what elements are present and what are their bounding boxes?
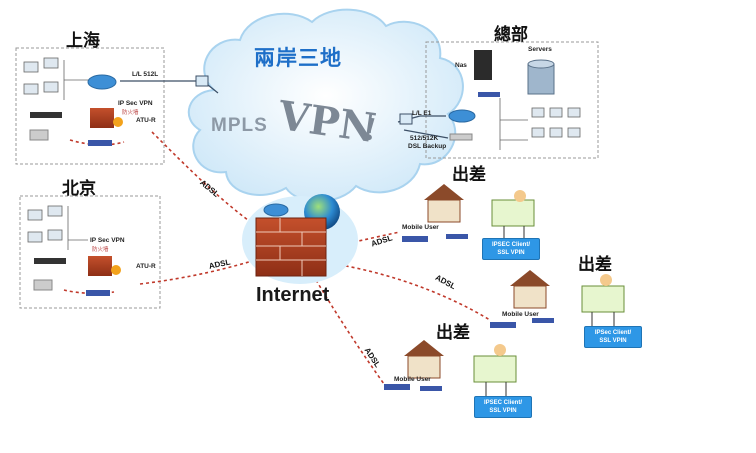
hq-dsl-backup-label: DSL Backup (408, 143, 447, 150)
beijing-ipsec-label: IP Sec VPN (90, 237, 125, 244)
mobile-user-1-title: 出差 (452, 165, 486, 184)
mobile-user-3-scene (384, 340, 517, 398)
hq-client-pcs (531, 107, 581, 138)
mpls-cloud (187, 8, 464, 203)
shanghai-atu-label: ATU-R (136, 117, 156, 124)
beijing-atu-label: ATU-R (136, 263, 156, 270)
mobile-user-2-device: Mobile User (502, 311, 539, 318)
mpls-label: MPLS (211, 115, 268, 136)
internet-firewall-icon (255, 217, 327, 277)
hq-nas (474, 50, 492, 80)
mobile-user-3-title: 出差 (436, 323, 470, 342)
shanghai-devices (23, 57, 123, 146)
shanghai-firewall-note: 防火墙 (122, 110, 139, 116)
hq-servers-label: Servers (528, 46, 552, 53)
hq-devices (448, 50, 581, 150)
hq-switch (478, 92, 500, 97)
beijing-atu (86, 290, 110, 296)
internet-node (242, 194, 358, 284)
beijing-fire-icon (111, 265, 121, 275)
internet-router-icon (263, 203, 289, 217)
hq-router (448, 109, 476, 123)
shanghai-ipsec-label: IP Sec VPN (118, 100, 153, 107)
mobile-user-2-client-line1: IPSec Client/ (594, 330, 632, 336)
beijing-switch (34, 258, 66, 264)
hq-dsl-speed-label: 512/512K (410, 135, 439, 142)
hq-site-box (425, 41, 599, 159)
mobile-user-2-title: 出差 (578, 255, 612, 274)
beijing-title: 北京 (62, 179, 96, 198)
mobile-user-3-client-line1: IPSEC Client/ (483, 400, 522, 406)
shanghai-fire-icon (113, 117, 123, 127)
mobile-user-2-client-badge: IPSec Client/ SSL VPIN (584, 326, 642, 348)
hq-dsl-modem (449, 133, 473, 141)
hq-nas-label: Nas (455, 62, 467, 69)
beijing-firewall-note: 防火墙 (92, 247, 109, 253)
beijing-firewall (88, 256, 112, 276)
shanghai-switch (30, 112, 62, 118)
shanghai-computers (23, 57, 92, 100)
beijing-printer (33, 279, 53, 291)
hq-leased-switch (399, 113, 413, 125)
beijing-devices (27, 205, 121, 296)
mobile-user-2-client-line2: SSL VPIN (599, 338, 627, 344)
shanghai-atu (88, 140, 112, 146)
shanghai-leased-line-label: L/L 512L (132, 71, 159, 78)
mobile-user-1-client-line2: SSL VPIN (497, 250, 525, 256)
hq-title: 總部 (494, 25, 528, 44)
mobile-user-1-client-line1: IPSEC Client/ (491, 242, 530, 248)
beijing-computers (27, 205, 88, 250)
shanghai-site-box (15, 47, 165, 165)
shanghai-firewall (90, 108, 114, 128)
cloud-title: 兩岸三地 (254, 47, 342, 70)
mobile-user-2-scene (490, 270, 625, 330)
mobile-user-1-device: Mobile User (402, 224, 439, 231)
mobile-user-1-client-badge: IPSEC Client/ SSL VPIN (482, 238, 540, 260)
shanghai-title: 上海 (66, 31, 100, 50)
mobile-user-3-device: Mobile User (394, 376, 431, 383)
shanghai-printer (29, 129, 49, 141)
shanghai-router (87, 74, 117, 90)
internet-label: Internet (256, 284, 330, 306)
beijing-site-box (19, 195, 161, 309)
hq-leased-line-label: L/L E1 (412, 110, 432, 117)
hq-server-stack (527, 63, 555, 95)
shanghai-leased-switch (195, 75, 209, 87)
mobile-user-3-client-badge: IPSEC Client/ SSL VPIN (474, 396, 532, 418)
mobile-user-3-client-line2: SSL VPIN (489, 408, 517, 414)
mobile-user-1-scene (402, 184, 535, 244)
